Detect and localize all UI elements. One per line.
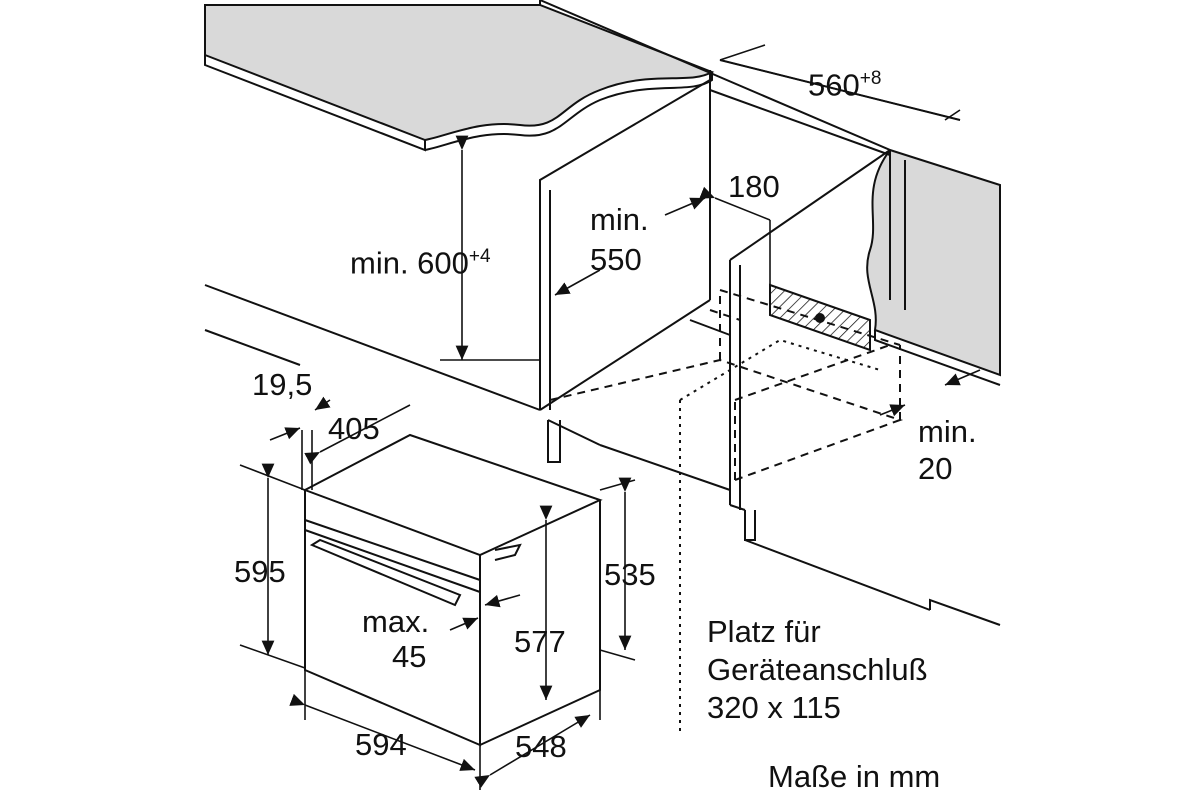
countertop [204,4,715,142]
tolerance: +8 [859,68,882,89]
tolerance: +4 [468,246,491,267]
label-577: 577 [514,624,566,659]
label-min-depth-1: min. [590,202,649,237]
units-note: Maße in mm [768,759,941,794]
label-180: 180 [728,169,780,204]
oven [302,433,603,557]
countertop-right [866,148,1001,377]
label-595: 595 [234,554,286,589]
value: 560 [808,67,860,103]
label-548: 548 [515,729,567,764]
label-niche-width: 560+8 [808,62,881,102]
note-line-3: 320 x 115 [707,690,841,725]
label-gap-2: 20 [918,451,953,486]
label-405: 405 [328,411,380,446]
label-535: 535 [604,557,656,592]
label-max-1: max. [362,604,430,639]
label-594: 594 [355,727,407,762]
label-max-2: 45 [392,639,427,674]
label-min-height: min. 600+4 [350,240,491,280]
label-min-depth-2: 550 [590,242,642,277]
value: min. 600 [350,245,469,281]
label-gap-1: min. [918,414,977,449]
label-19-5: 19,5 [252,367,313,402]
note-line-2: Geräteanschluß [707,652,928,687]
note-line-1: Platz für [707,614,821,649]
